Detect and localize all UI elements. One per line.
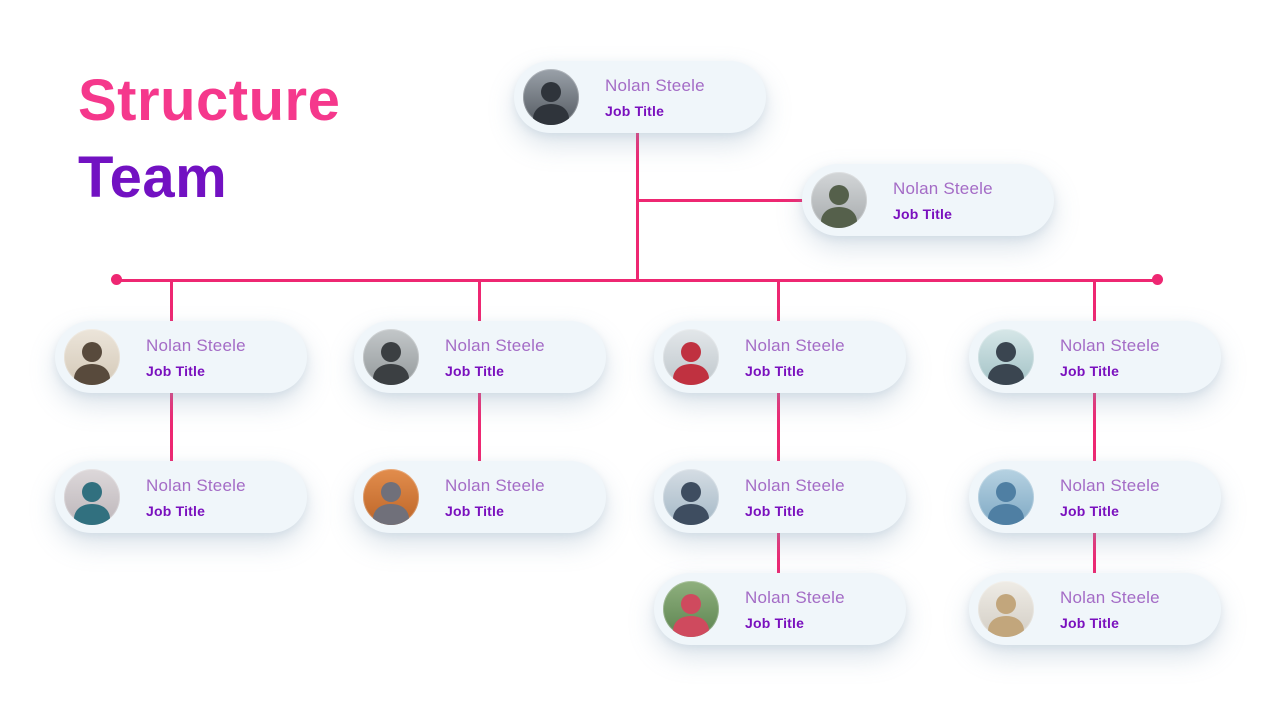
avatar-photo — [363, 469, 419, 525]
member-name: Nolan Steele — [146, 335, 246, 355]
member-name: Nolan Steele — [745, 335, 845, 355]
org-card-branch1-member[interactable]: Nolan Steele Job Title — [55, 461, 307, 533]
avatar-photo — [363, 329, 419, 385]
person-icon — [673, 482, 709, 525]
person-icon — [373, 342, 409, 385]
person-icon — [821, 185, 857, 228]
org-card-branch4-member[interactable]: Nolan Steele Job Title — [969, 461, 1221, 533]
connector-dot-left — [111, 274, 122, 285]
connector-ceo-vertical — [636, 133, 639, 281]
member-job-title: Job Title — [745, 614, 805, 631]
person-icon — [673, 594, 709, 637]
avatar-photo — [663, 469, 719, 525]
person-icon — [988, 482, 1024, 525]
org-card-branch2-lead[interactable]: Nolan Steele Job Title — [354, 321, 606, 393]
avatar-photo — [978, 581, 1034, 637]
org-card-branch3-lead[interactable]: Nolan Steele Job Title — [654, 321, 906, 393]
person-icon — [74, 342, 110, 385]
person-icon — [533, 82, 569, 125]
member-job-title: Job Title — [146, 502, 206, 519]
member-name: Nolan Steele — [1060, 587, 1160, 607]
org-card-branch1-lead[interactable]: Nolan Steele Job Title — [55, 321, 307, 393]
org-card-ceo[interactable]: Nolan Steele Job Title — [514, 61, 766, 133]
connector-main-horizontal — [116, 279, 1158, 282]
connector-column-4 — [1093, 280, 1096, 574]
org-card-assistant[interactable]: Nolan Steele Job Title — [802, 164, 1054, 236]
member-name: Nolan Steele — [893, 178, 993, 198]
member-name: Nolan Steele — [745, 587, 845, 607]
member-job-title: Job Title — [745, 362, 805, 379]
title-line-team: Team — [78, 145, 228, 210]
member-job-title: Job Title — [445, 502, 505, 519]
member-job-title: Job Title — [745, 502, 805, 519]
avatar-photo — [64, 329, 120, 385]
person-icon — [373, 482, 409, 525]
member-name: Nolan Steele — [1060, 335, 1160, 355]
member-job-title: Job Title — [605, 102, 665, 119]
member-name: Nolan Steele — [445, 475, 545, 495]
member-name: Nolan Steele — [445, 335, 545, 355]
avatar-photo — [978, 329, 1034, 385]
member-job-title: Job Title — [445, 362, 505, 379]
org-card-branch4-member2[interactable]: Nolan Steele Job Title — [969, 573, 1221, 645]
title-line-structure: Structure — [78, 68, 341, 133]
avatar-photo — [978, 469, 1034, 525]
avatar-photo — [64, 469, 120, 525]
member-job-title: Job Title — [1060, 362, 1120, 379]
connector-dot-right — [1152, 274, 1163, 285]
member-name: Nolan Steele — [605, 75, 705, 95]
connector-branch-assistant — [637, 199, 803, 202]
member-job-title: Job Title — [1060, 614, 1120, 631]
member-name: Nolan Steele — [146, 475, 246, 495]
avatar-photo — [523, 69, 579, 125]
org-card-branch3-member[interactable]: Nolan Steele Job Title — [654, 461, 906, 533]
member-job-title: Job Title — [1060, 502, 1120, 519]
org-card-branch3-member2[interactable]: Nolan Steele Job Title — [654, 573, 906, 645]
person-icon — [988, 594, 1024, 637]
member-name: Nolan Steele — [1060, 475, 1160, 495]
person-icon — [988, 342, 1024, 385]
avatar-photo — [663, 329, 719, 385]
page-title: Structure Team — [78, 62, 340, 216]
org-card-branch2-member[interactable]: Nolan Steele Job Title — [354, 461, 606, 533]
person-icon — [74, 482, 110, 525]
avatar-photo — [811, 172, 867, 228]
member-job-title: Job Title — [146, 362, 206, 379]
person-icon — [673, 342, 709, 385]
org-card-branch4-lead[interactable]: Nolan Steele Job Title — [969, 321, 1221, 393]
avatar-photo — [663, 581, 719, 637]
member-name: Nolan Steele — [745, 475, 845, 495]
member-job-title: Job Title — [893, 205, 953, 222]
connector-column-3 — [777, 280, 780, 574]
